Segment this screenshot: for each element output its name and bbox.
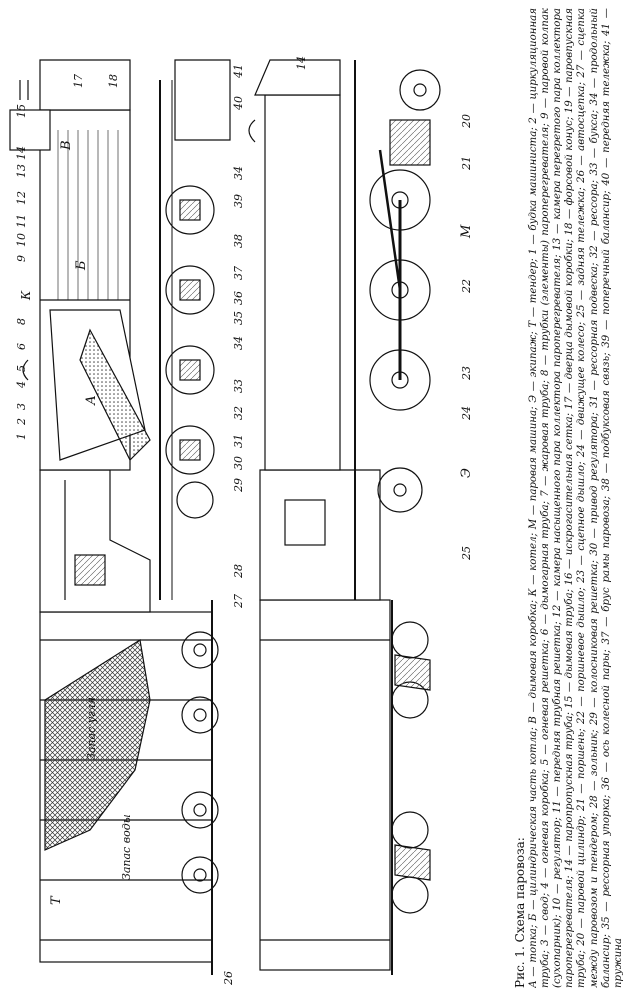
num-9: 9 [15, 255, 28, 262]
num-25: 25 [460, 546, 473, 561]
num-17: 17 [72, 74, 85, 88]
num-20: 20 [460, 114, 473, 129]
num-33: 33 [232, 379, 245, 393]
num-37: 37 [232, 266, 245, 280]
label-region-E: Э [459, 468, 474, 478]
num-27: 27 [232, 594, 245, 609]
main-rod [378, 149, 402, 291]
num-18: 18 [107, 74, 120, 88]
steam-cylinder [389, 119, 431, 166]
num-14-lower: 14 [295, 56, 308, 70]
label-region-T: Т [49, 895, 64, 905]
num-6: 6 [15, 343, 28, 350]
num-41: 41 [232, 64, 245, 79]
upper-view [9, 59, 231, 975]
num-32: 32 [232, 406, 245, 420]
num-31: 31 [232, 434, 245, 448]
num-35: 35 [232, 311, 245, 325]
num-36: 36 [232, 291, 245, 305]
num-34: 34 [232, 336, 245, 350]
num-4: 4 [15, 381, 28, 389]
num-5: 5 [15, 365, 28, 372]
num-21: 21 [460, 156, 473, 171]
num-39: 39 [232, 194, 245, 208]
num-14-upper: 14 [15, 146, 28, 160]
num-12: 12 [15, 191, 28, 205]
label-region-V: В [59, 140, 74, 151]
num-15: 15 [15, 104, 28, 118]
num-3: 3 [15, 403, 28, 410]
smokebox [39, 59, 131, 111]
num-38: 38 [232, 234, 245, 248]
num-29: 29 [232, 478, 245, 493]
num-11: 11 [15, 214, 28, 228]
label-region-K: К [19, 290, 33, 301]
num-10: 10 [15, 233, 28, 247]
lower-tender-bogies [391, 621, 431, 914]
lower-boiler [264, 94, 341, 471]
num-2: 2 [15, 418, 28, 426]
num-26: 26 [222, 971, 235, 986]
num-28: 28 [232, 564, 245, 579]
num-23: 23 [460, 366, 473, 381]
label-region-B: Б [74, 260, 89, 271]
coal-pile-shape [44, 639, 151, 851]
lower-view [248, 59, 441, 975]
upper-driving-wheels [165, 79, 221, 519]
num-24: 24 [460, 406, 473, 421]
label-region-A: А [84, 395, 99, 406]
upper-tender-wheels [181, 631, 219, 894]
num-22: 22 [460, 279, 473, 294]
label-water-reserve: Запас воды [120, 814, 133, 880]
label-region-M: М [459, 224, 474, 239]
num-8: 8 [15, 318, 28, 325]
label-coal-reserve: Запас угля [85, 697, 98, 760]
num-34b: 34 [232, 166, 245, 180]
lower-tender-body [259, 599, 391, 971]
num-1: 1 [15, 433, 28, 440]
num-30: 30 [232, 456, 245, 470]
num-40: 40 [232, 96, 245, 111]
num-13: 13 [15, 164, 28, 178]
upper-cab [39, 469, 151, 613]
smoke-stack [9, 109, 51, 151]
